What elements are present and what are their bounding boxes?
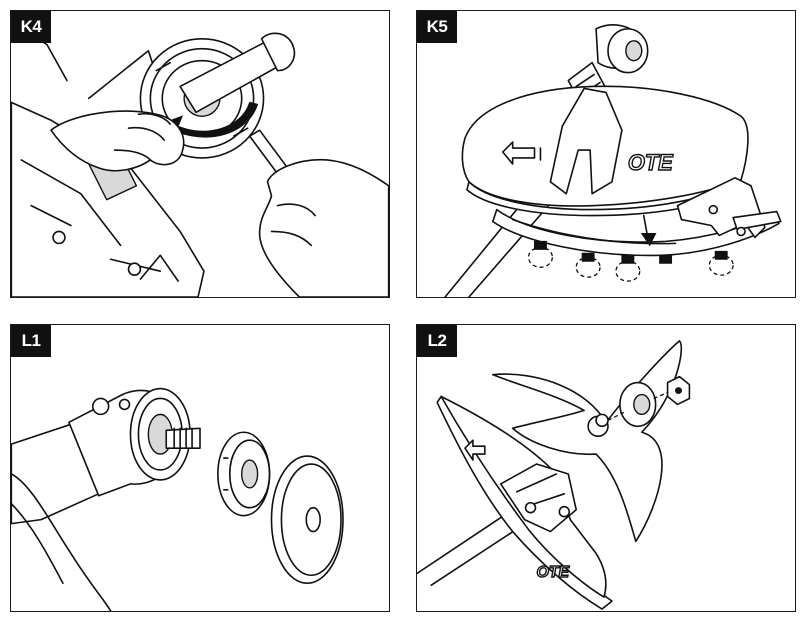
brand-logo: OTE [536, 564, 569, 581]
illustration-l1-spindle-parts [11, 325, 389, 611]
panel-label: L1 [11, 325, 51, 357]
panel-k5: K5 OTE [416, 10, 796, 298]
direction-arrow-icon [503, 142, 535, 164]
lock-collar [218, 432, 270, 515]
panel-label: K4 [11, 11, 51, 43]
right-hand [260, 160, 389, 297]
panel-l1: L1 [10, 324, 390, 612]
left-hand [51, 111, 184, 171]
brand-logo: OTE [628, 150, 674, 175]
panel-l2: L2 OTE [416, 324, 796, 612]
illustration-k5-remove-guard-clips: OTE [417, 11, 795, 297]
panel-label: L2 [417, 325, 457, 357]
direction-arrow-icon [465, 440, 485, 460]
panel-k4: K4 [10, 10, 390, 298]
hex-key-icon [89, 51, 153, 99]
illustration-k4-remove-trimmer-head [11, 11, 389, 297]
down-arrow-icon [642, 216, 656, 246]
threaded-spindle [166, 428, 200, 448]
blade-washer [620, 383, 656, 427]
trimmer-shaft [11, 424, 98, 523]
guard-clips [529, 241, 734, 281]
panel-label: K5 [417, 11, 457, 43]
gear-head [501, 464, 576, 532]
illustration-l2-install-blade: OTE [417, 325, 795, 611]
washer-disc [272, 456, 344, 583]
hex-nut-icon [668, 377, 690, 405]
